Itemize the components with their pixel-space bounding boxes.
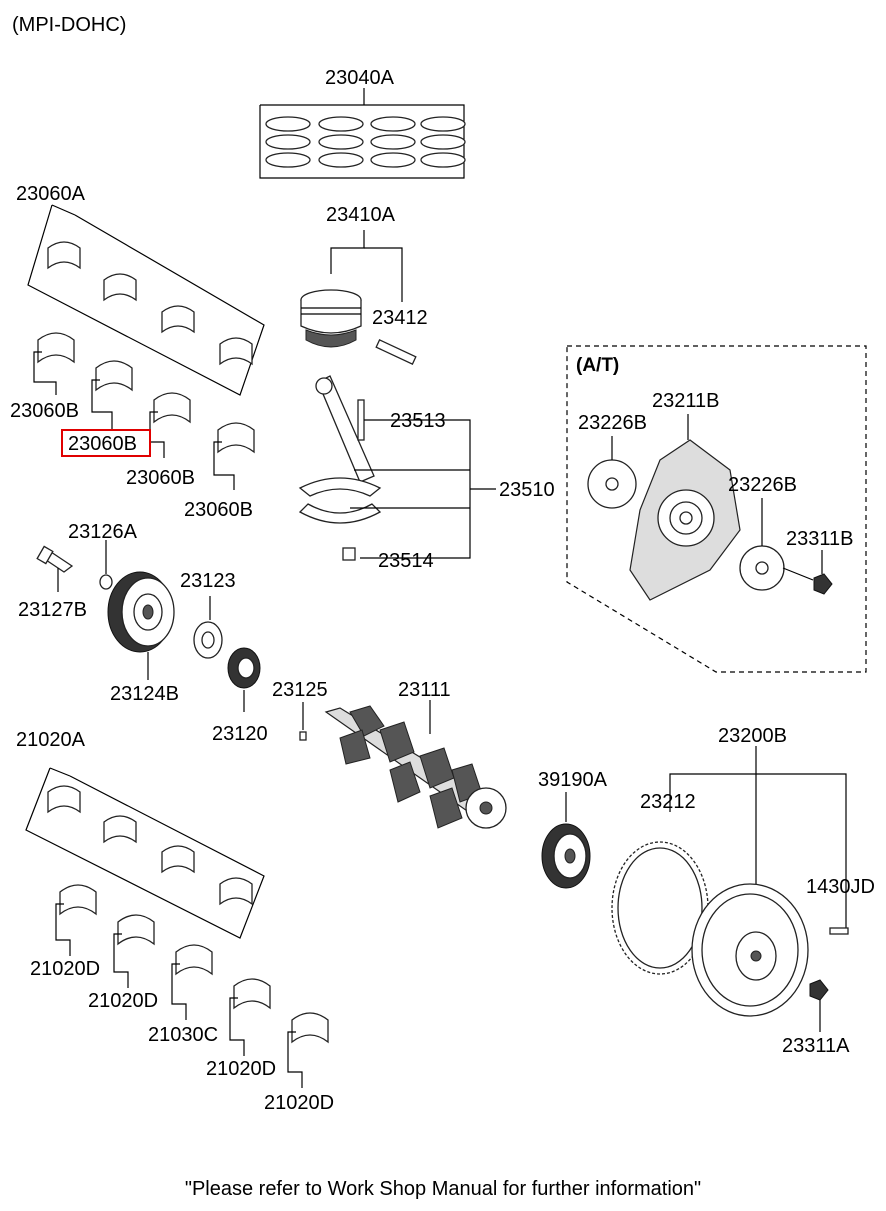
highlight-box-23060B — [61, 429, 151, 457]
drive-plate-assembly[interactable] — [587, 414, 833, 601]
label-23412[interactable]: 23412 — [372, 307, 428, 329]
woodruff-key[interactable] — [299, 702, 307, 741]
bearing-shell-group[interactable] — [33, 332, 255, 490]
label-23410A[interactable]: 23410A — [326, 204, 396, 226]
engine-type-label: (MPI-DOHC) — [12, 14, 126, 36]
label-23226B-2[interactable]: 23226B — [728, 474, 797, 496]
footer-note: "Please refer to Work Shop Manual for fu… — [184, 1178, 702, 1200]
lower-bearing-set[interactable] — [25, 767, 265, 939]
upper-bearing-set[interactable] — [27, 204, 265, 396]
label-21030C[interactable]: 21030C — [148, 1024, 218, 1046]
crankshaft[interactable] — [324, 700, 507, 829]
label-23120[interactable]: 23120 — [212, 723, 268, 745]
label-23211B[interactable]: 23211B — [652, 390, 719, 412]
label-23510[interactable]: 23510 — [499, 479, 555, 501]
label-23311B[interactable]: 23311B — [786, 528, 853, 550]
sensor-wheel[interactable] — [541, 792, 591, 889]
label-23124B[interactable]: 23124B — [110, 683, 179, 705]
label-23125[interactable]: 23125 — [272, 679, 328, 701]
label-23126A[interactable]: 23126A — [68, 521, 138, 543]
label-23060A[interactable]: 23060A — [16, 183, 86, 205]
label-21020D-2[interactable]: 21020D — [88, 990, 158, 1012]
label-23123[interactable]: 23123 — [180, 570, 236, 592]
label-23060B-1[interactable]: 23060B — [10, 400, 79, 422]
piston-assembly[interactable] — [300, 230, 417, 365]
label-23127B[interactable]: 23127B — [18, 599, 87, 621]
label-21020D-1[interactable]: 21020D — [30, 958, 100, 980]
label-23040A[interactable]: 23040A — [325, 67, 395, 89]
connecting-rod-assembly[interactable] — [298, 375, 496, 561]
piston-ring-set[interactable] — [259, 88, 466, 179]
label-21020D-3[interactable]: 21020D — [206, 1058, 276, 1080]
crank-pulley[interactable] — [107, 571, 175, 680]
crank-sprocket-parts[interactable] — [193, 596, 261, 712]
pulley-bolt-washer[interactable] — [36, 540, 113, 592]
label-23111[interactable]: 23111 — [398, 679, 451, 701]
label-23200B[interactable]: 23200B — [718, 725, 787, 747]
label-23311A[interactable]: 23311A — [782, 1035, 850, 1057]
label-23060B-2[interactable]: 23060B — [68, 433, 137, 455]
label-21020D-4[interactable]: 21020D — [264, 1092, 334, 1114]
label-23226B-1[interactable]: 23226B — [578, 412, 647, 434]
label-23513[interactable]: 23513 — [390, 410, 446, 432]
label-23212[interactable]: 23212 — [640, 791, 696, 813]
lower-bearing-shells[interactable] — [55, 884, 329, 1088]
automatic-transmission-group: (A/T) — [566, 345, 867, 673]
label-39190A[interactable]: 39190A — [538, 769, 608, 791]
flywheel-assembly[interactable] — [611, 746, 849, 1032]
label-1430JD[interactable]: 1430JD — [806, 876, 875, 898]
label-23514[interactable]: 23514 — [378, 550, 434, 572]
label-21020A[interactable]: 21020A — [16, 729, 86, 751]
label-23060B-4[interactable]: 23060B — [184, 499, 253, 521]
at-box-label: (A/T) — [576, 355, 619, 376]
label-23060B-3[interactable]: 23060B — [126, 467, 195, 489]
